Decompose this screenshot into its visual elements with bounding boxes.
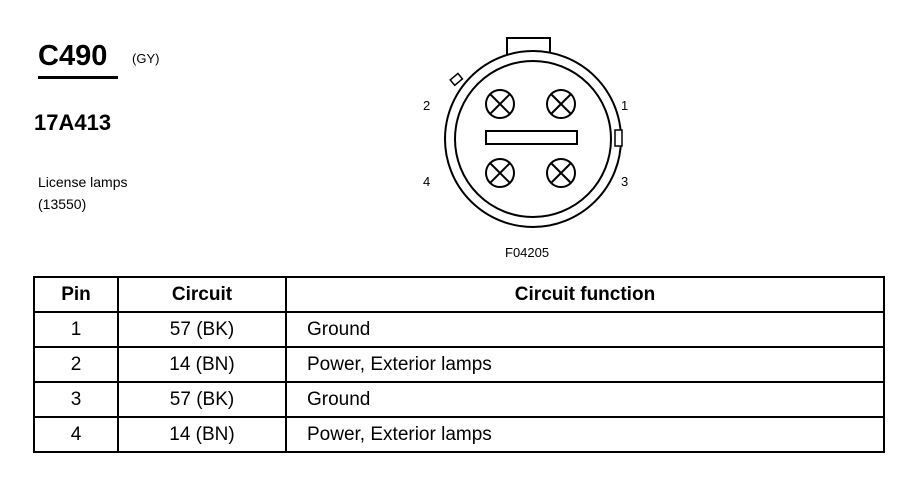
component-code: (13550) bbox=[38, 196, 87, 212]
part-number: 17A413 bbox=[34, 110, 112, 135]
cell-pin: 3 bbox=[33, 381, 119, 418]
connector-key-right bbox=[614, 129, 623, 147]
pin-label-4: 4 bbox=[423, 174, 430, 189]
header-pin: Pin bbox=[33, 276, 119, 313]
pin-table: Pin Circuit Circuit function 1 57 (BK) G… bbox=[33, 276, 885, 453]
pin-label-3: 3 bbox=[621, 174, 628, 189]
pin-label-2: 2 bbox=[423, 98, 430, 113]
cell-circuit: 57 (BK) bbox=[117, 311, 287, 348]
connector-center-bar bbox=[485, 130, 578, 145]
cell-circuit: 57 (BK) bbox=[117, 381, 287, 418]
connector-id: C490 bbox=[38, 40, 108, 72]
table-row: 4 14 (BN) Power, Exterior lamps bbox=[33, 416, 885, 453]
header-circuit: Circuit bbox=[117, 276, 287, 313]
pin-cavity-1 bbox=[546, 89, 576, 119]
cell-function: Ground bbox=[285, 311, 885, 348]
cell-pin: 1 bbox=[33, 311, 119, 348]
header-circuit-function: Circuit function bbox=[285, 276, 885, 313]
cell-circuit: 14 (BN) bbox=[117, 416, 287, 453]
cell-function: Power, Exterior lamps bbox=[285, 346, 885, 383]
cell-pin: 2 bbox=[33, 346, 119, 383]
table-row: 2 14 (BN) Power, Exterior lamps bbox=[33, 346, 885, 383]
pin-cavity-2 bbox=[485, 89, 515, 119]
table-header-row: Pin Circuit Circuit function bbox=[33, 276, 885, 313]
pin-label-1: 1 bbox=[621, 98, 628, 113]
component-name: License lamps bbox=[38, 174, 128, 190]
pin-cavity-4 bbox=[485, 158, 515, 188]
figure-code: F04205 bbox=[505, 245, 550, 260]
connector-id-underline bbox=[38, 76, 118, 79]
cell-circuit: 14 (BN) bbox=[117, 346, 287, 383]
cell-function: Power, Exterior lamps bbox=[285, 416, 885, 453]
cell-pin: 4 bbox=[33, 416, 119, 453]
pin-cavity-3 bbox=[546, 158, 576, 188]
connector-key-upper-left bbox=[449, 72, 464, 87]
table-row: 1 57 (BK) Ground bbox=[33, 311, 885, 348]
connector-color: (GY) bbox=[132, 51, 160, 66]
table-row: 3 57 (BK) Ground bbox=[33, 381, 885, 418]
cell-function: Ground bbox=[285, 381, 885, 418]
